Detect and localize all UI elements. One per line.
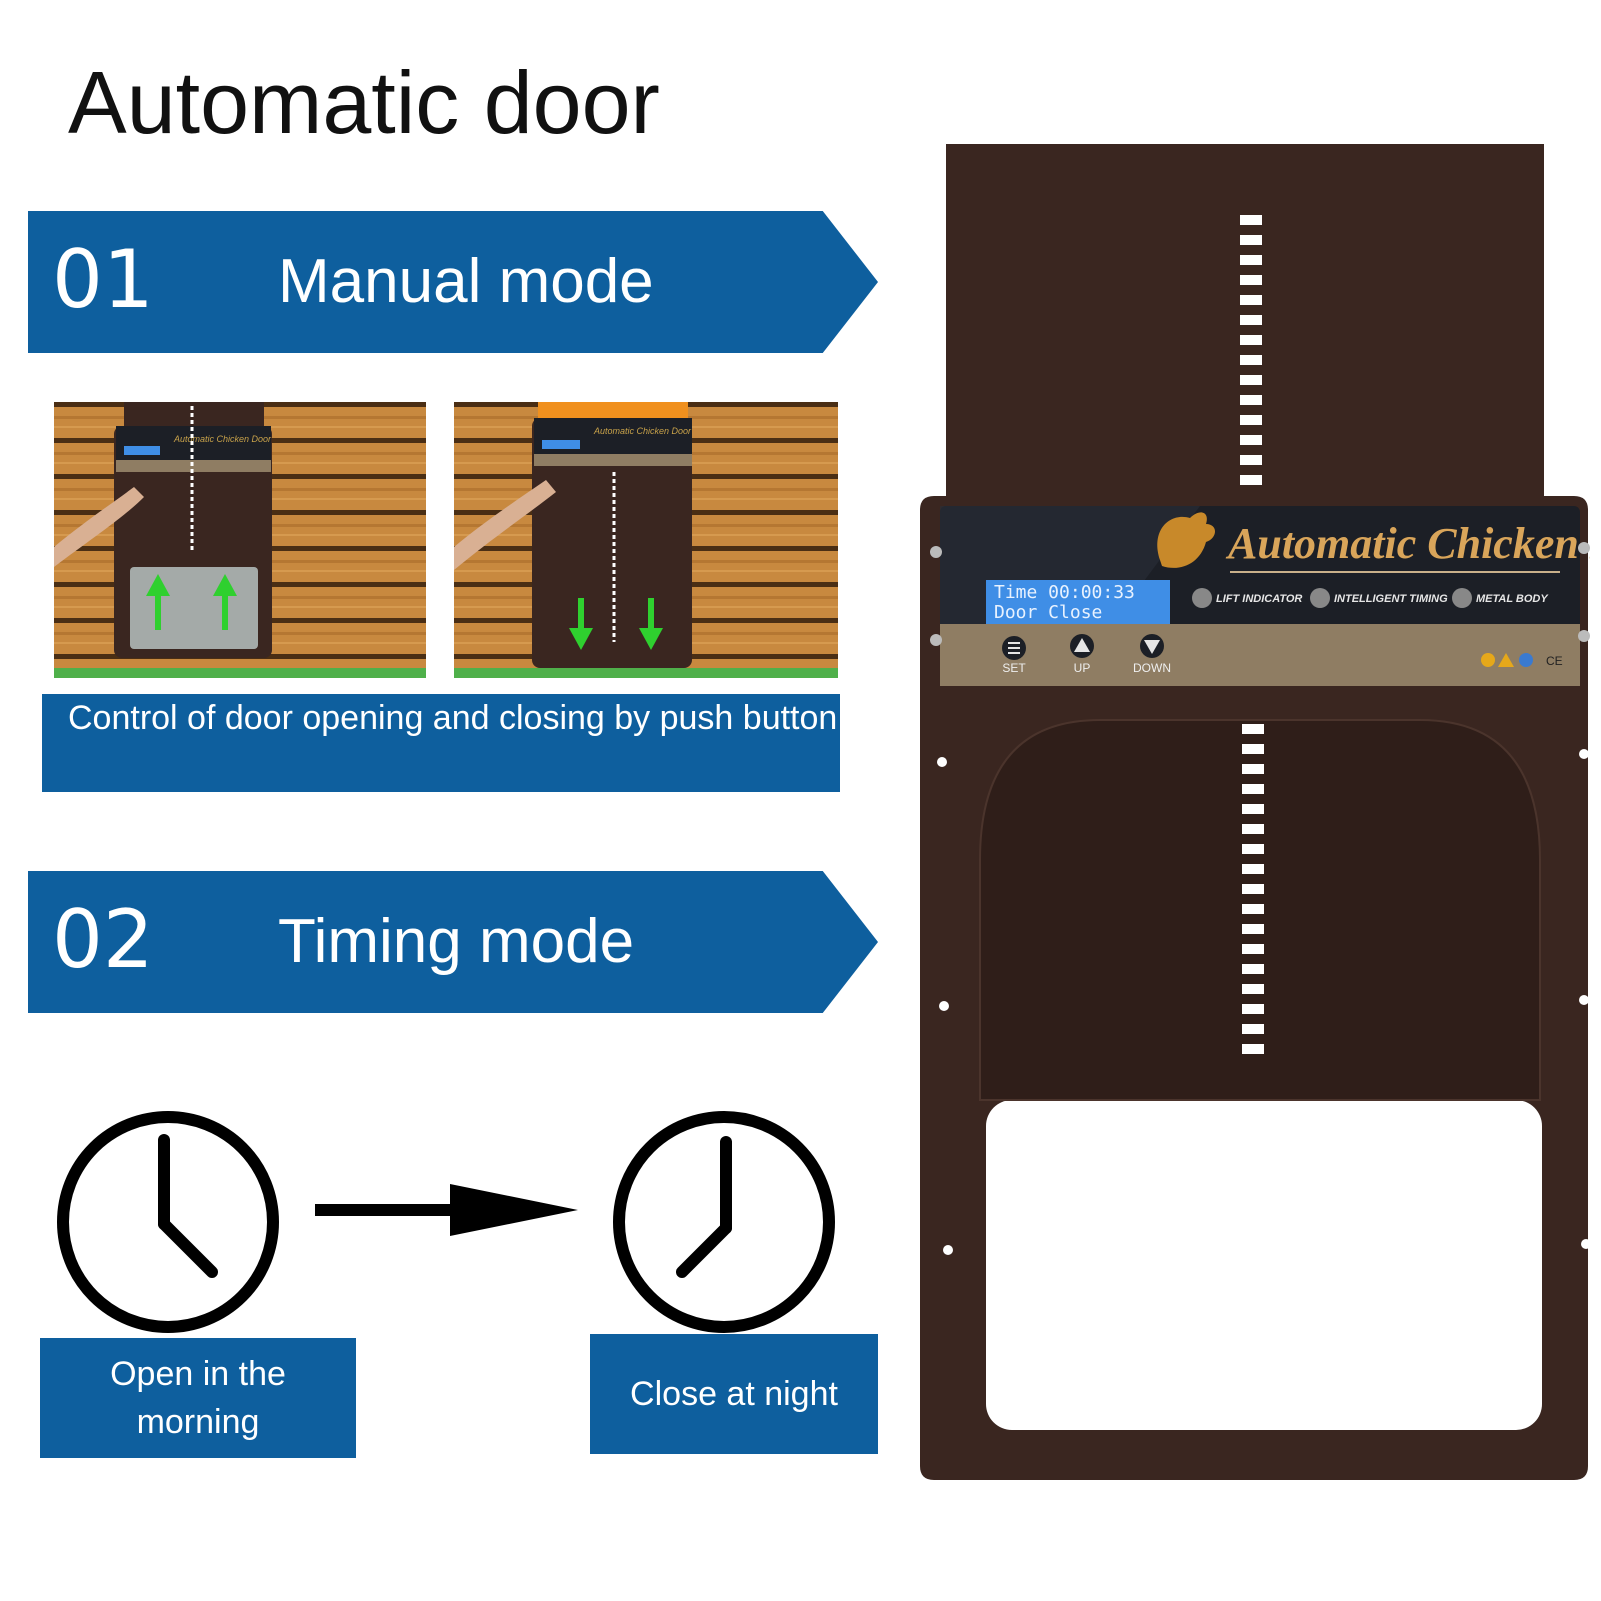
product-brand-text: Automatic Chicken Door <box>1225 519 1590 568</box>
lift-indicator-top <box>1240 215 1262 485</box>
mode-number: 01 <box>52 233 154 326</box>
page-title: Automatic door <box>68 53 660 152</box>
lcd-line-1: Time 00:00:33 <box>994 582 1135 603</box>
panel-buttons <box>1002 634 1164 660</box>
timer-icon <box>1310 588 1330 608</box>
manual-mode-banner: 01 Manual mode <box>28 211 878 353</box>
feature-3: METAL BODY <box>1476 593 1549 605</box>
lift-indicator-icon <box>1192 588 1212 608</box>
feature-2: INTELLIGENT TIMING <box>1334 593 1448 605</box>
door-opening <box>986 1100 1542 1430</box>
arrow-right-icon <box>315 1184 578 1236</box>
button-label-up: UP <box>1074 661 1091 675</box>
door-slide-panel <box>946 144 1544 514</box>
thumb-brand-text: Automatic Chicken Door <box>593 426 692 436</box>
lift-indicator-bottom <box>1242 724 1264 1054</box>
mode-label: Manual mode <box>278 247 654 316</box>
thumb-brand-text: Automatic Chicken Door <box>173 434 272 444</box>
manual-mode-caption: Control of door opening and closing by p… <box>42 694 840 792</box>
mounting-holes <box>937 749 1590 1255</box>
morning-clock-icon <box>57 1111 279 1333</box>
lcd-line-2: Door Close <box>994 602 1102 623</box>
manual-open-photo: Automatic Chicken Door <box>54 402 426 678</box>
open-morning-caption: Open in the morning <box>40 1338 356 1458</box>
chicken-door-product: Time 00:00:33 Door Close Automatic Chick… <box>920 144 1590 1480</box>
mode-label: Timing mode <box>278 907 635 976</box>
metal-body-icon <box>1452 588 1472 608</box>
manual-close-photo: Automatic Chicken Door <box>454 402 838 678</box>
lcd-screen <box>986 580 1170 624</box>
control-strip <box>940 624 1580 686</box>
feature-1: LIFT INDICATOR <box>1216 593 1302 605</box>
button-label-down: DOWN <box>1133 661 1171 675</box>
timing-mode-banner: 02 Timing mode <box>28 871 878 1013</box>
mode-number: 02 <box>52 893 154 986</box>
night-clock-icon <box>613 1111 835 1333</box>
svg-text:CE: CE <box>1546 654 1563 668</box>
close-night-caption: Close at night <box>590 1334 878 1454</box>
button-label-set: SET <box>1002 661 1026 675</box>
rooster-icon <box>1157 512 1215 568</box>
certification-icons: CE <box>1481 653 1563 668</box>
